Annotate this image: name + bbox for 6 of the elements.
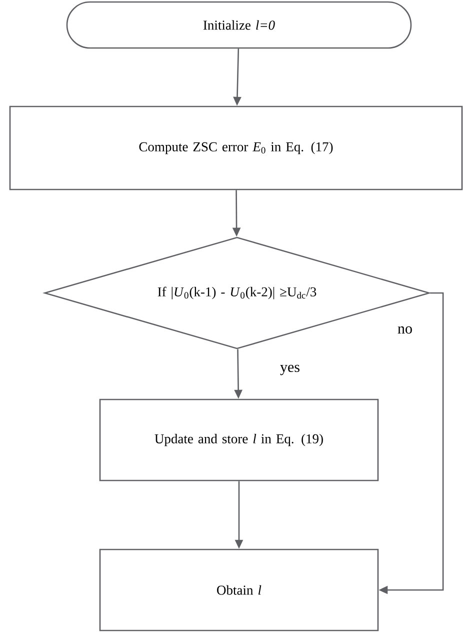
edge-label: no xyxy=(396,325,414,335)
process-box: Obtain l xyxy=(99,548,379,632)
terminal-box: Initialize l=0 xyxy=(66,1,412,49)
process-box: Compute ZSC error E$_{0}$ in Eq. (17) xyxy=(9,106,463,190)
process-box: Update and store l in Eq. (19) xyxy=(99,398,379,482)
edge-label: yes xyxy=(279,364,301,376)
